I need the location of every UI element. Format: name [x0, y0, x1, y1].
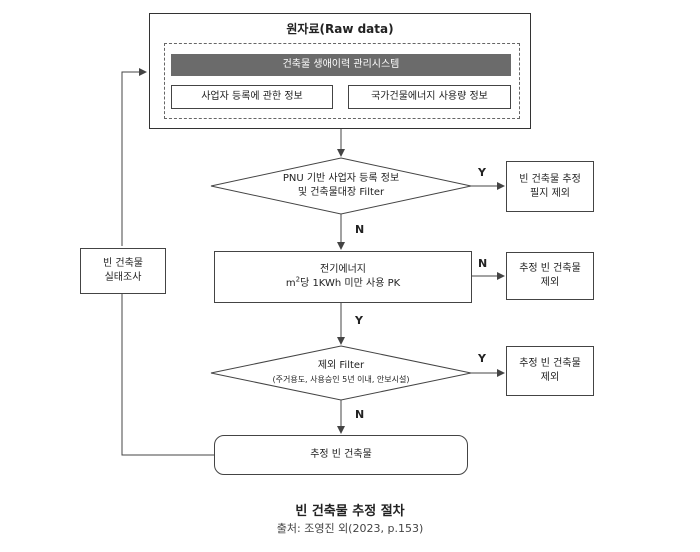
decision3-label: 제외 Filter (주거용도, 사용승인 5년 이내, 안보시설)	[231, 359, 451, 387]
result-box: 추정 빈 건축물	[214, 435, 468, 475]
label-n-1: N	[355, 223, 365, 236]
label-n-3: N	[355, 408, 365, 421]
decision3-line1: 제외 Filter	[317, 360, 365, 371]
label-y-3: Y	[478, 352, 486, 365]
label-y-1: Y	[478, 166, 486, 179]
exclude3-line1: 추정 빈 건축물	[519, 358, 581, 369]
decision1-line2: 및 건축물대장 Filter	[297, 187, 385, 198]
figure-caption-title: 빈 건축물 추정 절차	[295, 504, 405, 519]
exclude2-line2: 제외	[540, 277, 560, 288]
decision1-label: PNU 기반 사업자 등록 정보 및 건축물대장 Filter	[231, 172, 451, 200]
survey-line1: 빈 건축물	[103, 258, 143, 269]
exclude2-box: 추정 빈 건축물 제외	[506, 252, 594, 300]
process2-line2-base: m	[285, 278, 296, 289]
system-bar: 건축물 생애이력 관리시스템	[171, 54, 511, 76]
survey-line2: 실태조사	[104, 272, 142, 283]
label-y-2: Y	[355, 314, 363, 327]
exclude3-box: 추정 빈 건축물 제외	[506, 346, 594, 396]
decision1-line1: PNU 기반 사업자 등록 정보	[282, 173, 400, 184]
decision3-line2: (주거용도, 사용승인 5년 이내, 안보시설)	[272, 375, 410, 384]
survey-box: 빈 건축물 실태조사	[80, 248, 166, 294]
process2-line2: m2당 1KWh 미만 사용 PK	[285, 275, 401, 291]
process2-line2-sup: 2	[295, 275, 301, 284]
process2-line1: 전기에너지	[320, 264, 366, 275]
exclude3-line2: 제외	[540, 372, 560, 383]
exclude1-line1: 빈 건축물 추정	[519, 173, 581, 185]
source-building-energy: 국가건물에너지 사용량 정보	[348, 85, 511, 109]
raw-data-sources-group	[164, 43, 520, 119]
label-n-2: N	[478, 257, 488, 270]
exclude2-line1: 추정 빈 건축물	[519, 263, 581, 274]
figure-caption-source: 출처: 조영진 외(2023, p.153)	[276, 522, 424, 535]
exclude1-line2: 필지 제외	[530, 187, 570, 199]
exclude1-box: 빈 건축물 추정 필지 제외	[506, 161, 594, 212]
process2-line2-rest: 당 1KWh 미만 사용 PK	[300, 278, 401, 289]
process2-box: 전기에너지 m2당 1KWh 미만 사용 PK	[214, 251, 472, 303]
source-business-registration: 사업자 등록에 관한 정보	[171, 85, 333, 109]
raw-data-title: 원자료(Raw data)	[286, 22, 394, 36]
